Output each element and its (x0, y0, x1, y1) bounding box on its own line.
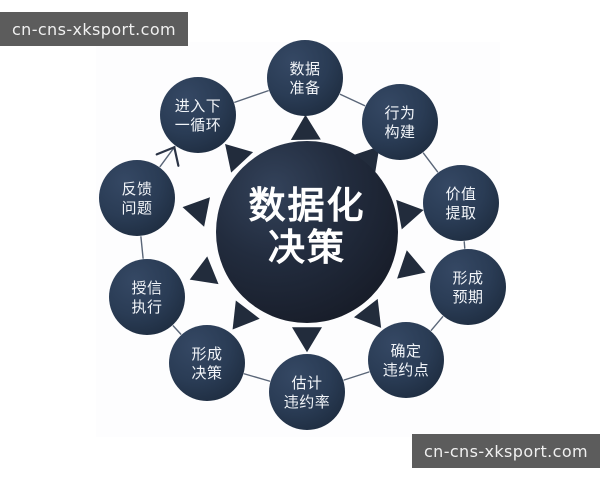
arrow-to-form-expectation (397, 250, 426, 279)
node-label-value-extraction-line2: 提取 (445, 204, 476, 222)
node-label-determine-default-line1: 确定 (390, 342, 421, 360)
arrowhead-barb-0 (155, 146, 176, 156)
node-group: 数据准备行为构建价值提取形成预期确定违约点估计违约率形成决策授信执行反馈问题进入… (99, 40, 506, 430)
watermark-top-left: cn-cns-xksport.com (0, 12, 188, 46)
hub-label-line1: 数据化 (249, 184, 366, 227)
node-circle-form-expectation[interactable] (430, 249, 506, 325)
node-label-credit-execution-line1: 授信 (131, 279, 162, 297)
node-label-form-decision-line2: 决策 (191, 364, 222, 382)
node-label-value-extraction-line1: 价值 (445, 185, 476, 203)
node-circle-next-cycle[interactable] (160, 77, 236, 153)
arrow-to-behavior-modeling (351, 146, 380, 176)
connector-next-cycle-to-data-preparation (234, 90, 269, 103)
node-label-next-cycle-line2: 一循环 (175, 116, 222, 134)
connector-credit-execution-to-feedback-issue (140, 236, 144, 259)
node-label-data-preparation-line2: 准备 (289, 79, 320, 97)
radial-arrows (182, 114, 426, 353)
node-circle-behavior-modeling[interactable] (362, 84, 438, 160)
connector-data-preparation-to-behavior-modeling (339, 93, 366, 107)
node-label-determine-default-line2: 违约点 (383, 361, 430, 379)
arrow-to-form-decision (232, 300, 260, 330)
connector-behavior-modeling-to-value-extraction (422, 152, 439, 173)
connector-estimate-rate-to-form-decision (243, 373, 271, 382)
node-label-behavior-modeling-line2: 构建 (384, 123, 415, 141)
node-label-form-expectation-line2: 预期 (452, 288, 483, 306)
node-label-estimate-rate-line1: 估计 (291, 374, 322, 392)
node-circle-feedback-issue[interactable] (99, 160, 175, 236)
watermark-bottom-right: cn-cns-xksport.com (412, 434, 600, 468)
node-circle-value-extraction[interactable] (423, 165, 499, 241)
node-label-next-cycle-line1: 进入下 (175, 97, 222, 115)
node-label-form-expectation-line1: 形成 (452, 269, 483, 287)
arrow-to-determine-default (353, 298, 382, 328)
arrow-to-value-extraction (396, 199, 424, 230)
arrow-to-estimate-rate (292, 327, 322, 353)
connector-form-expectation-to-determine-default (430, 316, 444, 331)
hub-circle[interactable] (216, 141, 398, 323)
arrowhead-barb-1 (173, 146, 180, 167)
hub-label-line2: 决策 (268, 226, 346, 269)
connector-form-decision-to-credit-execution (172, 325, 182, 335)
node-circle-determine-default[interactable] (368, 322, 444, 398)
node-label-estimate-rate-line2: 违约率 (284, 393, 331, 411)
node-label-form-decision-line1: 形成 (191, 345, 222, 363)
connector-lines (140, 90, 466, 382)
node-circle-data-preparation[interactable] (267, 40, 343, 116)
node-circle-credit-execution[interactable] (109, 259, 185, 335)
node-circle-estimate-rate[interactable] (269, 354, 345, 430)
node-label-behavior-modeling-line1: 行为 (384, 104, 415, 122)
arrow-to-next-cycle (225, 144, 254, 173)
node-label-data-preparation-line1: 数据 (289, 60, 320, 78)
arrow-to-feedback-issue (182, 197, 210, 227)
node-label-feedback-issue-line1: 反馈 (121, 180, 152, 198)
arrow-to-credit-execution (189, 256, 219, 285)
node-label-credit-execution-line2: 执行 (131, 298, 162, 316)
connector-determine-default-to-estimate-rate (343, 371, 370, 381)
node-label-feedback-issue-line2: 问题 (121, 199, 152, 217)
connector-feedback-issue-to-next-cycle (159, 145, 176, 168)
node-circle-form-decision[interactable] (169, 325, 245, 401)
connector-value-extraction-to-form-expectation (463, 241, 466, 249)
arrow-to-data-preparation (290, 114, 321, 140)
